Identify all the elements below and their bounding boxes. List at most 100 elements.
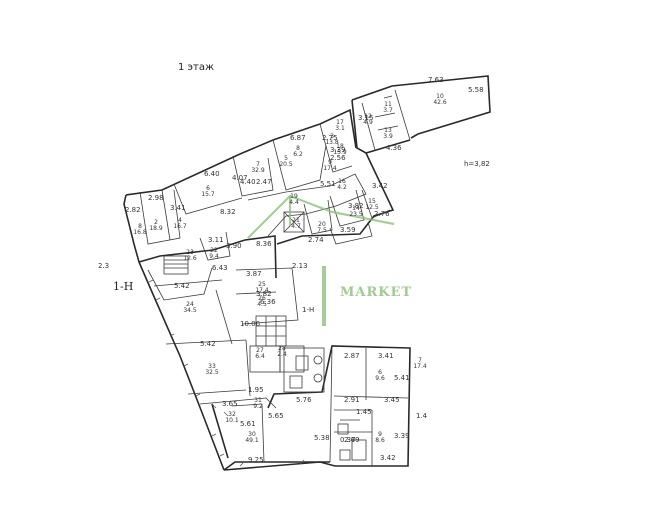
- dimension: 5.61: [240, 420, 256, 428]
- room-number: 16: [338, 178, 346, 185]
- dimension: 2.3: [98, 262, 109, 270]
- room-number: 4: [178, 217, 182, 224]
- room-area: 34.5: [183, 307, 197, 314]
- dimension: 2.91: [344, 396, 360, 404]
- room-area: 23.5: [349, 211, 363, 218]
- dimension: 5.58: [468, 86, 484, 94]
- room-number: 17: [336, 119, 344, 126]
- room-number: 21: [292, 217, 300, 224]
- dimension: 3.82: [256, 290, 272, 298]
- room-number: 24: [186, 301, 194, 308]
- room-number: 23: [186, 249, 194, 256]
- room-number: 6: [378, 369, 382, 376]
- room-number: 30: [248, 431, 256, 438]
- dimension: 6.36: [260, 298, 276, 306]
- room-area: 17.4: [323, 165, 337, 172]
- outer-walls: [123, 75, 491, 471]
- dimension: 2.98: [148, 194, 164, 202]
- room-area: 9.6: [375, 375, 385, 382]
- room-number: 22: [210, 247, 218, 254]
- dimension: 2.76: [374, 210, 390, 218]
- inner-walls: [139, 89, 411, 466]
- floor-title: 1 этаж: [178, 62, 214, 73]
- room-number: 2: [154, 219, 158, 226]
- room-area: 3.7: [383, 107, 393, 114]
- room-area: 16.8: [133, 229, 147, 236]
- dimension: 2.13: [292, 262, 308, 270]
- room-area: 49.1: [245, 437, 259, 444]
- room-number: 13: [384, 127, 392, 134]
- room-area: 4.5: [257, 301, 267, 308]
- dimension: 3.82: [348, 202, 364, 210]
- room-area: 20.5: [279, 161, 293, 168]
- dimension: 3.39: [394, 432, 410, 440]
- room-number: 19: [290, 193, 298, 200]
- room-number: 25: [258, 281, 266, 288]
- window-marks: [148, 279, 305, 467]
- room-area: 6.4: [255, 353, 265, 360]
- room-number: 27: [256, 347, 264, 354]
- room-number: 20: [318, 221, 326, 228]
- dimension: 8.32: [220, 208, 236, 216]
- dimension: 2.47: [256, 178, 272, 186]
- dimension: 3.42: [380, 454, 396, 462]
- room-area: 4.4: [289, 199, 299, 206]
- dimension: 1.95: [248, 386, 264, 394]
- dimension: 3.15: [358, 114, 374, 122]
- room-area: 32.9: [251, 167, 265, 174]
- dimension: 3.11: [208, 236, 224, 244]
- room-area: 4.2: [337, 184, 347, 191]
- dimension: 4.36: [386, 144, 402, 152]
- dimension: 6.43: [212, 264, 228, 272]
- dimension: 3.65: [222, 400, 238, 408]
- dimension: 6.87: [290, 134, 306, 142]
- axis-label-left: 1-Н: [113, 280, 133, 293]
- dimension: 5.42: [200, 340, 216, 348]
- room-area: 3.1: [335, 125, 345, 132]
- room-number: 31: [254, 397, 262, 404]
- room-area: 3.9: [383, 133, 393, 140]
- dimension: 0.37: [340, 436, 356, 444]
- dimension: 2.82: [125, 206, 141, 214]
- axis-label-center: 1-Н: [302, 306, 314, 314]
- room-labels: 10 42.6 11 3.7 12 4.9 13 3.9 14 23.5 15 …: [133, 93, 447, 444]
- dimension: 5.41: [394, 374, 410, 382]
- dimension: 3.41: [170, 204, 186, 212]
- dimension: 3.90: [226, 242, 242, 250]
- dimension: 2.75: [322, 134, 338, 142]
- dimension: 5.65: [268, 412, 284, 420]
- room-number: 18: [336, 143, 344, 150]
- dimension: 4.07: [232, 174, 248, 182]
- room-number: 9: [328, 159, 332, 166]
- dimension: 6.40: [204, 170, 220, 178]
- watermark-text: MARKET: [340, 285, 412, 300]
- room-area: 13.8: [325, 139, 339, 146]
- dimension: 2.74: [308, 236, 324, 244]
- dimension: 5.38: [314, 434, 330, 442]
- room-area: 16.7: [173, 223, 187, 230]
- room-area: 4.9: [363, 119, 373, 126]
- room-number: 14: [352, 205, 360, 212]
- dimension: 5.42: [174, 282, 190, 290]
- height-note: h=3,82: [464, 160, 490, 168]
- room-area: 12.6: [183, 255, 197, 262]
- room-area: 12.5: [365, 204, 379, 211]
- dimension: 2.87: [344, 352, 360, 360]
- room-number: 6: [206, 185, 210, 192]
- room-number: 10: [436, 93, 444, 100]
- dimension: 5.76: [296, 396, 312, 404]
- dimension: 9.25: [248, 456, 264, 464]
- dimension: 1.4: [416, 412, 428, 420]
- room-number: 26: [258, 295, 266, 302]
- room-area: 15.7: [201, 191, 215, 198]
- room-area: 8.6: [375, 437, 385, 444]
- dimension: 2.69: [344, 436, 360, 444]
- dimension: 3.42: [372, 182, 388, 190]
- room-area: 17.4: [255, 287, 269, 294]
- dimension: 3.87: [246, 270, 262, 278]
- room-area: 42.6: [433, 99, 447, 106]
- dimension: 2.56: [330, 154, 346, 162]
- room-area: 6.2: [293, 151, 303, 158]
- room-area: 32.5: [205, 369, 219, 376]
